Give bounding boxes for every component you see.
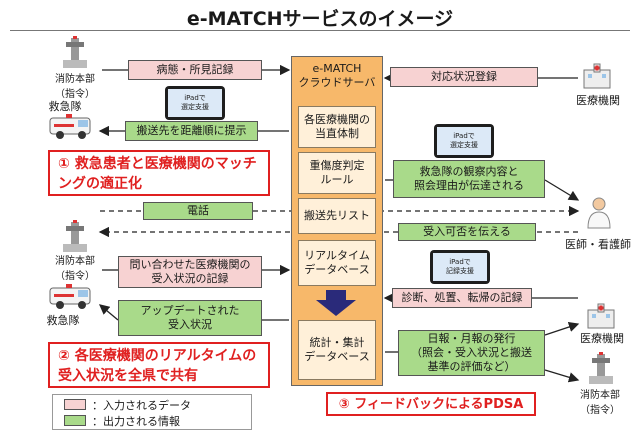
legend-input-label: ：入力されるデータ (92, 399, 191, 412)
legend-output-swatch (64, 415, 86, 426)
fire-hq-mid-label: 消防本部 （指令） (55, 256, 95, 282)
module-duty-system: 各医療機関の 当直体制 (298, 106, 376, 148)
fire-hq-top-label: 消防本部 （指令） (55, 74, 95, 100)
hospital-bottom-label: 医療機関 (580, 332, 624, 345)
fire-hq-bottom-label: 消防本部 （指令） (580, 390, 620, 416)
module-realtime-line1: リアルタイム (304, 248, 370, 262)
module-severity-rules: 重傷度判定 ルール (298, 152, 376, 194)
ambulance-icon (49, 114, 91, 139)
module-severity-line2: ルール (320, 173, 354, 186)
ipad-screen: iPadで 選定支援 (437, 127, 491, 155)
arrow-observation-to-doctor (544, 179, 580, 201)
doctor-icon (587, 197, 611, 229)
accept-reply-box: 受入可否を伝える (398, 223, 536, 241)
updated-status-box: アップデートされた 受入状況 (118, 300, 262, 336)
ipad-screen: iPadで 選定支援 (168, 89, 222, 117)
module-realtime-line2: データベース (304, 263, 370, 276)
fire-tower-icon (589, 352, 613, 384)
hospital-icon (583, 63, 611, 89)
treatment-record-box: 診断、処置、転帰の記録 (392, 288, 532, 308)
legend (52, 394, 252, 430)
module-duty-line1: 各医療機関の (304, 112, 370, 126)
arrow-updated-to-ambulance (99, 304, 119, 321)
legend-output-label: ：出力される情報 (92, 415, 180, 428)
down-arrow-icon (316, 290, 356, 316)
page-title: e-MATCHサービスのイメージ (186, 8, 454, 30)
ipad-screen: iPadで 記録支援 (433, 253, 487, 281)
ipad-record-support: iPadで 記録支援 (430, 250, 490, 284)
response-status-box: 対応状況登録 (390, 67, 538, 87)
ambulance-top-label: 救急隊 (48, 100, 82, 113)
phone-box: 電話 (143, 202, 253, 220)
module-statistics-line1: 統計・集計 (309, 335, 365, 349)
module-realtime-db: リアルタイム データベース (298, 240, 376, 286)
module-duty-line2: 当直体制 (315, 127, 359, 140)
callout-pdsa: ③ フィードバックによるPDSA (326, 392, 536, 416)
ipad-selection-support-2: iPadで 選定支援 (434, 124, 494, 158)
server-title-line1: e-MATCH (312, 62, 362, 75)
present-destinations-box: 搬送先を距離順に提示 (125, 121, 258, 141)
arrow-reports-to-hospital (544, 321, 580, 336)
reports-box: 日報・月報の発行 （照会・受入状況と搬送 基準の評価など） (398, 330, 545, 376)
condition-record-box: 病態・所見記録 (128, 60, 262, 80)
ipad-selection-support-1: iPadで 選定支援 (165, 86, 225, 120)
server-title-line2: クラウドサーバ (298, 76, 376, 90)
inquired-status-box: 問い合わせた医療機関の 受入状況の記録 (118, 256, 262, 288)
module-statistics-db: 統計・集計 データベース (298, 320, 376, 380)
fire-tower-icon (63, 36, 87, 68)
module-destination-list: 搬送先リスト (298, 198, 376, 234)
doctor-nurse-label: 医師・看護師 (565, 238, 631, 251)
callout-matching: ① 救急患者と医療機関のマッチ ングの適正化 (48, 150, 270, 196)
title-divider (10, 30, 630, 31)
module-statistics-line2: データベース (304, 350, 370, 363)
server-title: e-MATCH クラウドサーバ (291, 62, 383, 91)
fire-tower-icon (63, 220, 87, 252)
hospital-top-label: 医療機関 (576, 94, 620, 107)
ambulance-bottom-label: 救急隊 (46, 314, 80, 327)
callout-realtime-share: ② 各医療機関のリアルタイムの 受入状況を全県で共有 (48, 342, 270, 388)
observation-info-box: 救急隊の観察内容と 照会理由が伝達される (393, 160, 545, 198)
hospital-icon (587, 303, 615, 329)
ambulance-icon (49, 284, 91, 309)
legend-input-swatch (64, 399, 86, 410)
module-destination-line1: 搬送先リスト (304, 208, 370, 222)
module-severity-line1: 重傷度判定 (309, 158, 365, 172)
arrow-reports-to-firehq (544, 369, 580, 383)
